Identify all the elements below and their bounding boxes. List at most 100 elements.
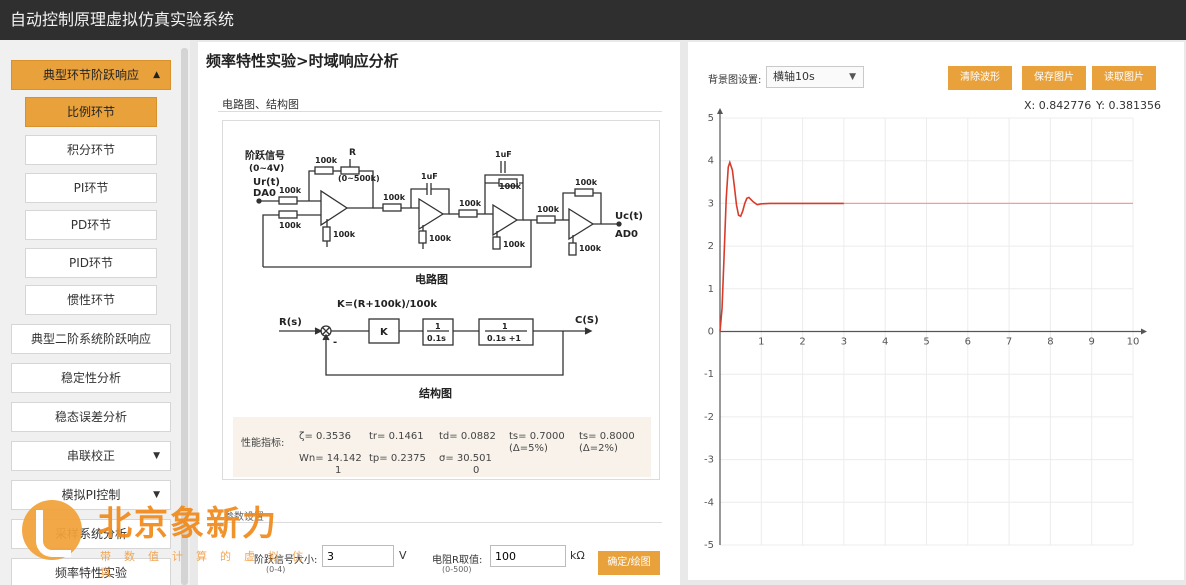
sum-sign: - (333, 337, 337, 348)
chevron-down-icon: ▼ (849, 72, 856, 82)
x-readout: X: 0.842776 (1024, 99, 1092, 112)
x-tick-label: 5 (923, 337, 929, 348)
experiment-panel: 频率特性实验>时域响应分析 电路图、结构图 阶跃信号 (0~4V) Ur(t) … (198, 42, 680, 585)
sidebar-scrollbar[interactable] (181, 48, 188, 585)
background-setting-label: 背景图设置: (708, 75, 762, 86)
resistor-label: 100k (575, 178, 598, 187)
save-image-button[interactable]: 保存图片 (1022, 66, 1086, 90)
op-amp (418, 197, 445, 231)
resistor-label: 100k (579, 244, 602, 253)
circuit-input-range: (0~4V) (249, 164, 284, 174)
resistor (458, 209, 478, 218)
y-tick-label: 5 (708, 113, 714, 124)
step-input[interactable] (322, 545, 394, 567)
logo-mark-icon (22, 500, 82, 560)
app-title-bar: 自动控制原理虚拟仿真实验系统 (0, 0, 1186, 40)
resistor (322, 226, 331, 242)
circuit-input-label: 阶跃信号 (245, 149, 285, 162)
nav-stability[interactable]: 稳定性分析 (11, 363, 171, 393)
block-k-label: K (380, 327, 389, 338)
x-tick-label: 6 (965, 337, 971, 348)
nav-second-order[interactable]: 典型二阶系统阶跃响应 (11, 324, 171, 354)
resistor (574, 188, 594, 197)
x-axis-arrow (1141, 328, 1147, 335)
read-image-button[interactable]: 读取图片 (1092, 66, 1156, 90)
nav-typical-step[interactable]: 典型环节阶跃响应 ▲ (11, 60, 171, 90)
circuit-output-port: AD0 (615, 229, 638, 240)
resistor-label: 100k (459, 199, 482, 208)
nav-label: 稳态误差分析 (54, 410, 127, 424)
nav-label: 典型环节阶跃响应 (42, 68, 139, 82)
y-tick-label: -4 (704, 497, 714, 508)
resistor (418, 230, 427, 244)
structure-caption: 结构图 (418, 386, 452, 400)
nav-steady-error[interactable]: 稳态误差分析 (11, 402, 171, 432)
nav-analog-pi[interactable]: 模拟PI控制 ▼ (11, 480, 171, 510)
metric-wn-cont: 1 (335, 465, 342, 476)
x-tick-label: 8 (1047, 337, 1053, 348)
capacitor-label: 1uF (421, 172, 438, 181)
nav-pd[interactable]: PD环节 (25, 210, 157, 240)
resistor-label: 100k (429, 234, 452, 243)
nav-inertia[interactable]: 惯性环节 (25, 285, 157, 315)
gain-formula: K=(R+100k)/100k (337, 299, 437, 310)
metric-tp: tp= 0.2375 (369, 453, 426, 464)
nav-frequency[interactable]: 频率特性实验 (11, 558, 171, 585)
op-amp (492, 203, 519, 237)
logo-name: 北京象新力 (98, 504, 278, 544)
resistor-label: 100k (333, 230, 356, 239)
nav-integral[interactable]: 积分环节 (25, 135, 157, 165)
y-tick-label: -3 (704, 455, 714, 466)
r-input[interactable] (490, 545, 566, 567)
x-tick-label: 3 (841, 337, 847, 348)
chevron-down-icon: ▼ (153, 451, 160, 461)
step-label: 阶跃信号大小: (254, 555, 318, 566)
select-value: 横轴10s (773, 70, 815, 83)
structure-input: R(s) (279, 317, 302, 328)
chevron-down-icon: ▼ (153, 490, 160, 500)
block3-den: 0.1s +1 (487, 334, 521, 343)
metric-sigma-cont: 0 (473, 465, 480, 476)
confirm-plot-button[interactable]: 确定/绘图 (598, 551, 660, 575)
metric-ts2-note: (Δ=2%) (579, 443, 618, 454)
metric-ts2: ts= 0.8000 (579, 431, 635, 442)
resistor (278, 210, 298, 219)
nav-label: PD环节 (70, 218, 112, 232)
nav-proportional[interactable]: 比例环节 (25, 97, 157, 127)
sidebar: 典型环节阶跃响应 ▲ 比例环节 积分环节 PI环节 PD环节 PID环节 惯性环… (0, 40, 190, 585)
y-tick-label: -2 (704, 412, 714, 423)
resistor-label: 100k (503, 240, 526, 249)
nav-pid[interactable]: PID环节 (25, 248, 157, 278)
y-tick-label: 0 (708, 327, 714, 338)
x-tick-label: 9 (1089, 337, 1095, 348)
nav-series-correction[interactable]: 串联校正 ▼ (11, 441, 171, 471)
x-tick-label: 7 (1006, 337, 1012, 348)
background-select[interactable]: 横轴10s ▼ (766, 66, 864, 88)
clear-waveform-button[interactable]: 清除波形 (948, 66, 1012, 90)
app-title: 自动控制原理虚拟仿真实验系统 (10, 10, 235, 29)
resistor (382, 203, 402, 212)
metric-ts5-note: (Δ=5%) (509, 443, 548, 454)
y-tick-label: 2 (708, 241, 714, 252)
resistor (536, 215, 556, 224)
resistor-label: 100k (315, 156, 338, 165)
params-title: 参数设置 (224, 512, 264, 523)
page-title: 频率特性实验>时域响应分析 (206, 52, 399, 70)
nav-label: 积分环节 (66, 143, 115, 157)
diagram-section-title: 电路图、结构图 (222, 98, 299, 111)
structure-output: C(S) (575, 315, 599, 326)
y-tick-label: 4 (708, 156, 714, 167)
nav-label: 串联校正 (66, 449, 115, 463)
resistor (314, 166, 334, 175)
nav-pi[interactable]: PI环节 (25, 173, 157, 203)
metric-zeta: ζ= 0.3536 (299, 431, 351, 442)
metric-td: td= 0.0882 (439, 431, 496, 442)
block3-num: 1 (502, 322, 508, 331)
r-range: (0-500) (442, 565, 472, 574)
resistor-label: 100k (499, 182, 522, 191)
plot-panel: 背景图设置: 横轴10s ▼ 清除波形 保存图片 读取图片 X: 0.84277… (688, 42, 1184, 580)
x-tick-label: 1 (758, 337, 764, 348)
nav-label: PI环节 (73, 181, 109, 195)
nav-label: 惯性环节 (66, 293, 115, 307)
